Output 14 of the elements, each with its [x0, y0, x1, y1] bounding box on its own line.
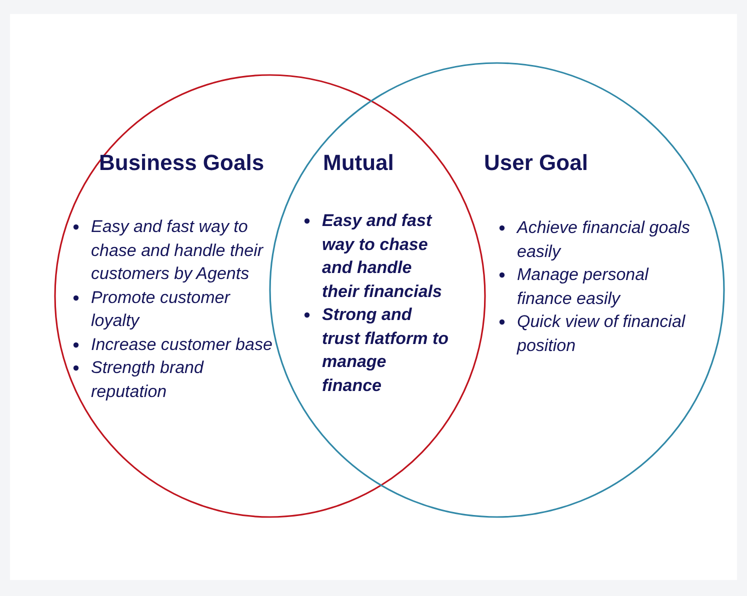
bullet-item: Increase customer base	[91, 334, 272, 354]
circle-heading: Mutual	[323, 150, 394, 176]
bullet-item: Quick view of financial position	[517, 312, 686, 354]
bullet-item: Manage personal finance easily	[517, 265, 648, 308]
bullet-item: Promote customer loyalty	[91, 288, 230, 330]
bullet-item: Strong and trust flatform to manage finance	[322, 305, 449, 394]
bullet-item: Easy and fast way to chase and handle their financials	[322, 211, 442, 300]
venn-circle	[55, 75, 485, 517]
bullet-item: Strength brand reputation	[91, 358, 204, 400]
venn-circle	[270, 63, 724, 517]
bullet-item: Easy and fast way to chase and handle their customers by Agents	[91, 217, 264, 283]
circle-heading: User Goal	[484, 150, 588, 176]
circle-heading: Business Goals	[99, 150, 264, 176]
bullet-item: Achieve financial goals easily	[517, 218, 690, 260]
